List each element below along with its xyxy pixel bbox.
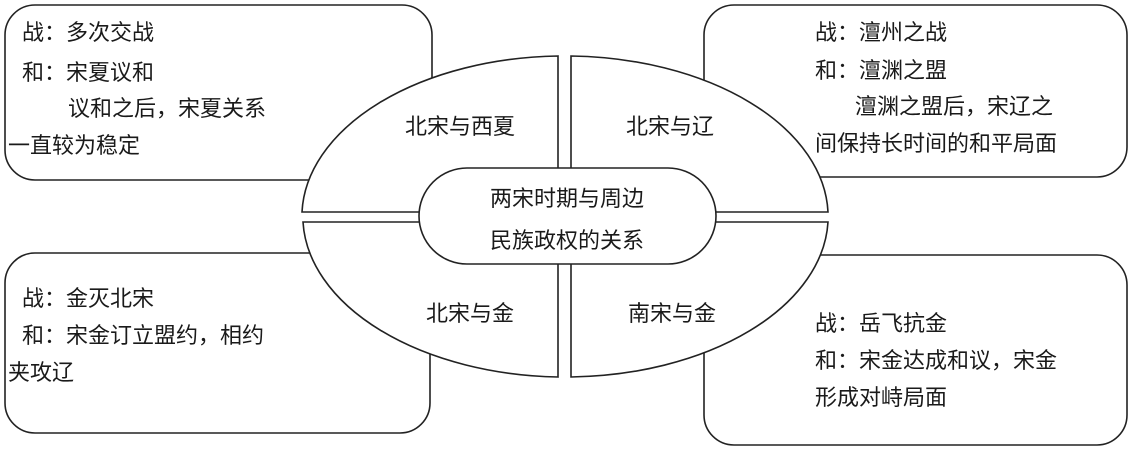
center-title-line-1: 两宋时期与周边 [490, 187, 644, 212]
center-topic-box [418, 167, 717, 265]
box-text-line: 一直较为稳定 [8, 134, 140, 159]
quadrant-label: 南宋与金 [628, 302, 716, 327]
quadrant-label: 北宋与金 [426, 302, 514, 327]
box-text-line: 澶渊之盟后，宋辽之 [855, 95, 1053, 120]
box-text-line: 和：宋金达成和议，宋金 [815, 349, 1057, 374]
box-text-line: 战：岳飞抗金 [815, 312, 947, 337]
box-text-line: 战：多次交战 [22, 21, 154, 46]
quadrant-label: 北宋与西夏 [405, 115, 515, 140]
box-text-line: 和：澶渊之盟 [815, 59, 947, 84]
box-text-line: 和：宋金订立盟约，相约 [22, 324, 264, 349]
box-text-line: 议和之后，宋夏关系 [68, 97, 266, 122]
box-text-line: 战：金灭北宋 [22, 287, 154, 312]
box-text-line: 和：宋夏议和 [22, 61, 154, 86]
box-text-line: 形成对峙局面 [815, 386, 947, 411]
box-text-line: 夹攻辽 [8, 361, 74, 386]
box-text-line: 战：澶州之战 [815, 21, 947, 46]
quadrant-label: 北宋与辽 [626, 115, 714, 140]
center-title-line-2: 民族政权的关系 [490, 229, 644, 254]
box-text-line: 间保持长时间的和平局面 [815, 132, 1057, 157]
